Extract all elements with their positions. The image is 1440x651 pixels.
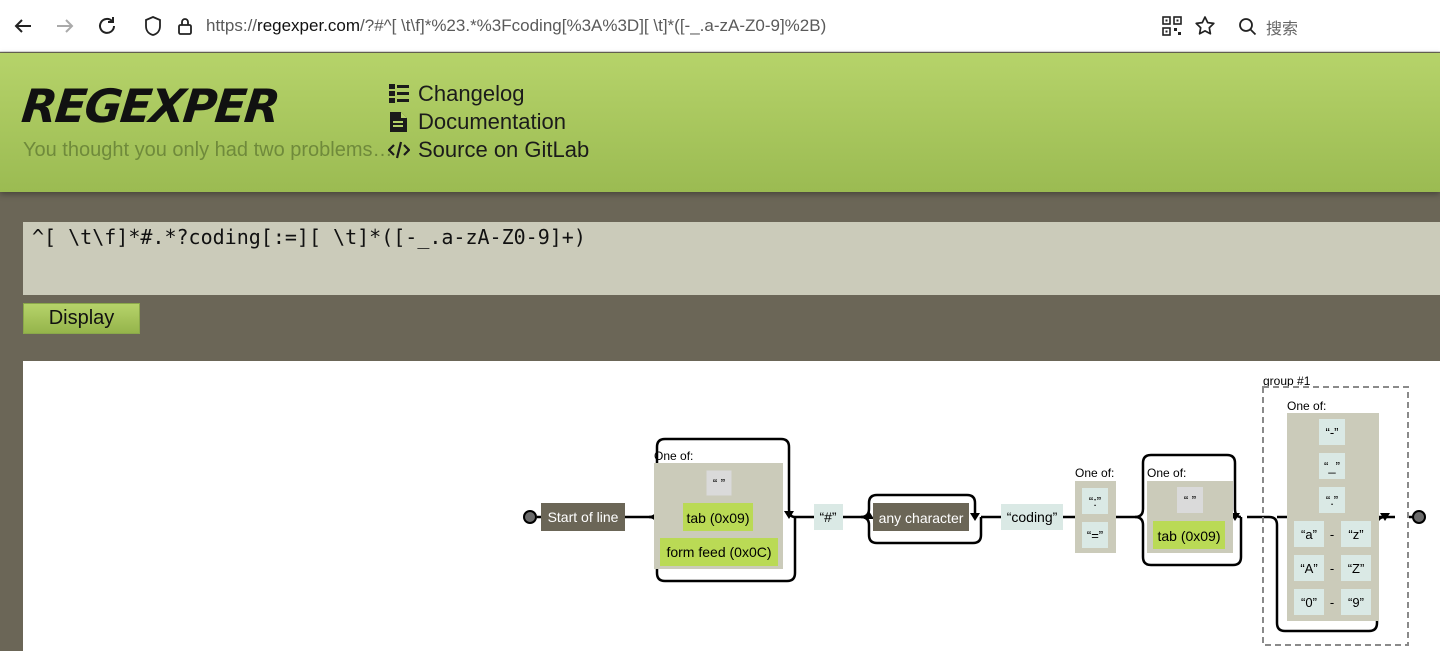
range-Z: “Z”	[1348, 561, 1365, 576]
browser-search-box[interactable]: 搜索	[1238, 12, 1440, 42]
range-sep-3: -	[1330, 595, 1334, 610]
equals-text: “=”	[1087, 528, 1103, 543]
colon-node: “:”	[1082, 488, 1108, 514]
site-nav: Changelog Documentation Source on GitLab	[388, 80, 589, 164]
start-label: Start of line	[548, 509, 619, 525]
formfeed-node: form feed (0x0C)	[660, 538, 778, 566]
document-icon	[390, 112, 407, 132]
dash-node: “-”	[1319, 419, 1345, 445]
dot-text: “.”	[1326, 493, 1338, 508]
one-of-label-3: One of:	[1147, 466, 1186, 480]
nav-changelog[interactable]: Changelog	[388, 80, 589, 108]
coding-text: “coding”	[1007, 509, 1058, 525]
nav-documentation-label: Documentation	[418, 109, 566, 134]
site-tagline: You thought you only had two problems…	[23, 139, 393, 161]
forward-icon[interactable]	[51, 12, 79, 40]
search-placeholder: 搜索	[1266, 21, 1299, 38]
site-logo[interactable]: REGEXPER	[19, 79, 281, 133]
regex-text: ^[ \t\f]*#.*?coding[:=][ \t]*([-_.a-zA-Z…	[32, 225, 586, 249]
url-prefix: https://	[206, 16, 258, 35]
list-icon	[389, 84, 409, 103]
range-0-9: “0” - “9”	[1294, 589, 1371, 615]
one-of-label-4: One of:	[1287, 399, 1326, 413]
url-host: regexper.com	[257, 16, 361, 35]
nav-source[interactable]: Source on GitLab	[388, 136, 589, 164]
nav-changelog-label: Changelog	[418, 81, 525, 106]
one-of-label-1: One of:	[654, 449, 693, 463]
nav-documentation[interactable]: Documentation	[388, 108, 589, 136]
space-node-1: “ ”	[705, 469, 733, 497]
coding-node: “coding”	[1001, 504, 1063, 530]
code-icon	[388, 141, 410, 159]
nav-source-label: Source on GitLab	[418, 137, 590, 162]
start-of-line-node: Start of line	[541, 503, 625, 531]
one-of-label-2: One of:	[1075, 466, 1114, 480]
colon-text: “:”	[1089, 494, 1101, 509]
underscore-text: “_”	[1324, 459, 1340, 474]
space-text-2: “ ”	[1184, 493, 1196, 508]
range-a-z: “a” - “z”	[1294, 521, 1371, 547]
diagram-svg: Start of line One of: “ ” tab (0x09) for…	[523, 374, 1426, 646]
any-character-node: any character	[873, 503, 969, 531]
dash-text: “-”	[1326, 425, 1339, 440]
range-9: “9”	[1348, 595, 1364, 610]
range-sep-1: -	[1330, 527, 1334, 542]
url-path: /?#^[ \t\f]*%23.*%3Fcoding[%3A%3D][ \t]*…	[360, 16, 827, 35]
tab-node-1: tab (0x09)	[683, 503, 753, 531]
range-a: “a”	[1301, 527, 1317, 542]
site-header: REGEXPER You thought you only had two pr…	[0, 53, 1440, 192]
shield-icon[interactable]	[139, 12, 167, 40]
group-label: group #1	[1263, 374, 1311, 388]
space-text-1: “ ”	[713, 476, 725, 491]
hash-node: “#”	[814, 504, 843, 530]
space-node-2: “ ”	[1177, 487, 1203, 513]
equals-node: “=”	[1082, 522, 1108, 548]
back-icon[interactable]	[9, 12, 37, 40]
tab-node-2: tab (0x09)	[1153, 521, 1225, 549]
hash-text: “#”	[819, 509, 836, 525]
railroad-diagram: Start of line One of: “ ” tab (0x09) for…	[23, 361, 1440, 651]
range-0: “0”	[1301, 595, 1317, 610]
range-z: “z”	[1348, 527, 1363, 542]
search-icon	[1239, 18, 1257, 36]
underscore-node: “_”	[1319, 453, 1345, 479]
display-button[interactable]: Display	[23, 303, 140, 334]
lock-icon	[171, 12, 199, 40]
range-A: “A”	[1300, 561, 1317, 576]
dot-node: “.”	[1319, 487, 1345, 513]
star-icon[interactable]	[1191, 12, 1219, 40]
range-A-Z: “A” - “Z”	[1294, 555, 1371, 581]
regex-input[interactable]: ^[ \t\f]*#.*?coding[:=][ \t]*([-_.a-zA-Z…	[23, 222, 1440, 295]
url-bar[interactable]: https://regexper.com/?#^[ \t\f]*%23.*%3F…	[206, 16, 826, 36]
reload-icon[interactable]	[93, 12, 121, 40]
range-sep-2: -	[1330, 561, 1334, 576]
any-text: any character	[879, 510, 964, 526]
browser-toolbar: https://regexper.com/?#^[ \t\f]*%23.*%3F…	[0, 0, 1440, 52]
tab-text-1: tab (0x09)	[686, 510, 749, 526]
qr-code-icon[interactable]	[1158, 12, 1186, 40]
formfeed-text: form feed (0x0C)	[666, 544, 771, 560]
tab-text-2: tab (0x09)	[1157, 528, 1220, 544]
